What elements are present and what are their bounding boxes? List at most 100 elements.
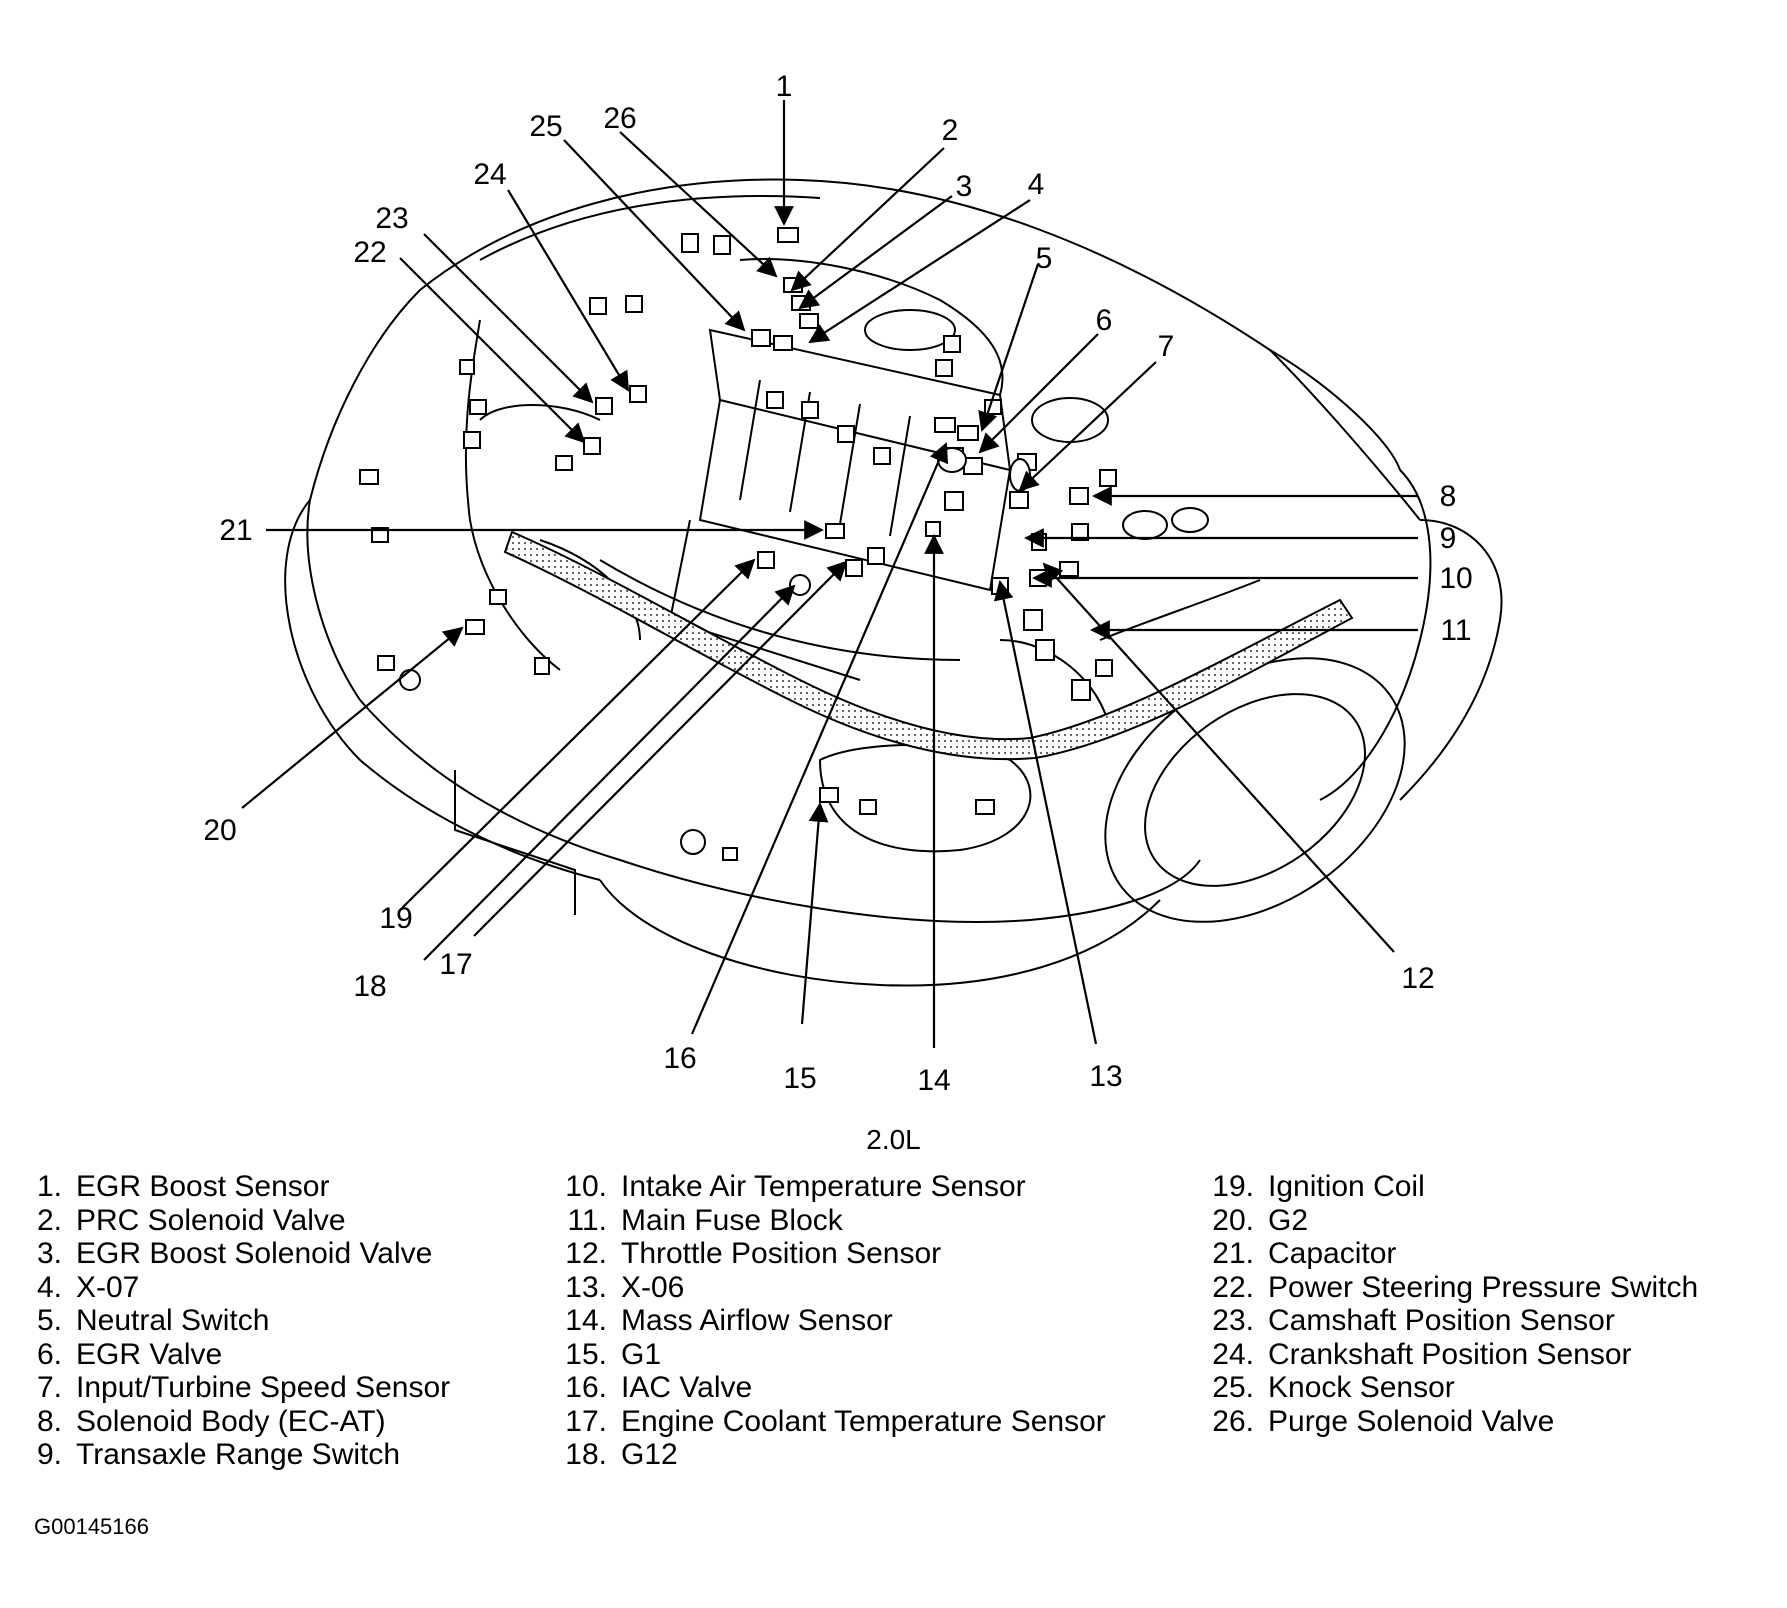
legend-item: 25. Knock Sensor bbox=[1210, 1371, 1698, 1405]
callout-25: 25 bbox=[529, 110, 562, 143]
legend-number: 15. bbox=[565, 1337, 607, 1371]
legend-number: 9. bbox=[36, 1438, 62, 1471]
legend-item: 26.Purge Solenoid Valve bbox=[1210, 1405, 1698, 1439]
legend-number: 12. bbox=[565, 1237, 607, 1270]
legend-label: EGR Boost Solenoid Valve bbox=[76, 1237, 433, 1270]
legend-item: 17. Engine Coolant Temperature Sensor bbox=[563, 1404, 1106, 1439]
legend-item: 1. EGR Boost Sensor bbox=[34, 1170, 450, 1204]
legend-column-3: 19.Ignition Coil 20. G2 21.Capacitor 22. P… bbox=[1210, 1170, 1698, 1438]
legend-number: 6. bbox=[36, 1337, 62, 1371]
legend-item: 4.X-07 bbox=[34, 1271, 450, 1305]
callout-23: 23 bbox=[375, 202, 408, 235]
legend-label: EGR Boost Sensor bbox=[76, 1170, 330, 1203]
callout-8: 8 bbox=[1440, 480, 1457, 513]
legend-label: X-06 bbox=[621, 1270, 685, 1304]
legend-item: 12. Throttle Position Sensor bbox=[563, 1237, 1106, 1271]
callout-12: 12 bbox=[1401, 962, 1434, 995]
legend-number: 7. bbox=[36, 1371, 62, 1404]
legend-label: PRC Solenoid Valve bbox=[76, 1203, 346, 1237]
callout-17: 17 bbox=[439, 948, 472, 981]
legend-label: Purge Solenoid Valve bbox=[1268, 1404, 1555, 1438]
legend-label: Intake Air Temperature Sensor bbox=[621, 1170, 1026, 1203]
legend-number: 16. bbox=[565, 1371, 607, 1404]
callout-4: 4 bbox=[1028, 168, 1045, 201]
legend-label: Input/Turbine Speed Sensor bbox=[76, 1371, 451, 1404]
engine-bay-diagram: 1 2 3 4 5 6 7 8 9 10 11 12 13 14 15 16 1… bbox=[203, 70, 1503, 1097]
callout-13: 13 bbox=[1089, 1060, 1122, 1093]
legend-item: 22. Power Steering Pressure Switch bbox=[1210, 1271, 1698, 1305]
callout-20: 20 bbox=[203, 814, 236, 847]
callout-9: 9 bbox=[1440, 522, 1457, 555]
callout-numbers: 1 2 3 4 5 6 7 8 9 10 11 12 13 14 15 16 1… bbox=[203, 70, 1472, 1097]
legend-label: Ignition Coil bbox=[1268, 1170, 1425, 1203]
legend-label: Power Steering Pressure Switch bbox=[1268, 1270, 1699, 1304]
legend-number: 13. bbox=[565, 1270, 607, 1304]
legend-number: 10. bbox=[565, 1170, 607, 1203]
legend-item: 23. Camshaft Position Sensor bbox=[1210, 1304, 1698, 1338]
callout-19: 19 bbox=[379, 902, 412, 935]
legend-number: 18. bbox=[565, 1438, 607, 1471]
callout-6: 6 bbox=[1096, 304, 1113, 337]
legend-number: 25. bbox=[1212, 1371, 1254, 1404]
legend-number: 11. bbox=[567, 1203, 607, 1237]
legend-label: Solenoid Body (EC-AT) bbox=[76, 1404, 386, 1438]
legend-label: Neutral Switch bbox=[76, 1304, 270, 1337]
legend-column-1: 1.EGR Boost Sensor 2.PRC Solenoid Valve … bbox=[34, 1170, 450, 1472]
callout-15: 15 bbox=[783, 1062, 816, 1095]
legend-number: 17. bbox=[565, 1404, 607, 1438]
legend-item: 8.Solenoid Body (EC-AT) bbox=[34, 1405, 450, 1439]
callout-5: 5 bbox=[1036, 242, 1053, 275]
legend-number: 24. bbox=[1212, 1337, 1254, 1371]
legend-label: IAC Valve bbox=[621, 1371, 753, 1404]
legend-item: 15. G1 bbox=[563, 1338, 1106, 1372]
legend-label: EGR Valve bbox=[76, 1337, 223, 1371]
callout-26: 26 bbox=[603, 102, 636, 135]
legend-number: 14. bbox=[565, 1304, 607, 1337]
legend-label: Transaxle Range Switch bbox=[76, 1438, 401, 1471]
legend-item: 6. EGR Valve bbox=[34, 1338, 450, 1372]
callout-2: 2 bbox=[942, 114, 959, 147]
legend-label: Camshaft Position Sensor bbox=[1268, 1304, 1615, 1337]
legend-item: 18. G12 bbox=[563, 1438, 1106, 1472]
leader-lines bbox=[241, 100, 1418, 1048]
legend-number: 1. bbox=[36, 1170, 62, 1203]
legend-item: 19.Ignition Coil bbox=[1210, 1170, 1698, 1204]
legend-number: 22. bbox=[1212, 1270, 1254, 1304]
legend-label: Mass Airflow Sensor bbox=[621, 1304, 893, 1337]
figure-id: G00145166 bbox=[34, 1514, 149, 1539]
legend-column-2: 10. Intake Air Temperature Sensor 11. Main… bbox=[563, 1170, 1106, 1472]
vehicle-outline bbox=[284, 178, 1503, 987]
connectors bbox=[359, 227, 1117, 861]
legend-item: 21.Capacitor bbox=[1210, 1237, 1698, 1271]
legend-item: 11. Main Fuse Block bbox=[563, 1204, 1106, 1238]
legend-label: Engine Coolant Temperature Sensor bbox=[621, 1404, 1106, 1438]
legend-item: 9. Transaxle Range Switch bbox=[34, 1438, 450, 1472]
legend-label: Throttle Position Sensor bbox=[621, 1237, 942, 1270]
legend-number: 5. bbox=[36, 1304, 62, 1337]
legend-item: 16. IAC Valve bbox=[563, 1371, 1106, 1405]
callout-18: 18 bbox=[353, 970, 386, 1003]
legend-label: G12 bbox=[621, 1438, 678, 1471]
legend-label: G2 bbox=[1268, 1203, 1309, 1237]
legend-label: G1 bbox=[621, 1337, 662, 1371]
legend-label: Crankshaft Position Sensor bbox=[1268, 1337, 1632, 1371]
callout-7: 7 bbox=[1158, 330, 1175, 363]
legend-number: 23. bbox=[1212, 1304, 1254, 1337]
legend-item: 3. EGR Boost Solenoid Valve bbox=[34, 1237, 450, 1271]
legend-item: 2. PRC Solenoid Valve bbox=[34, 1204, 450, 1238]
legend-number: 20. bbox=[1212, 1203, 1254, 1237]
callout-10: 10 bbox=[1439, 562, 1472, 595]
legend-label: Knock Sensor bbox=[1268, 1371, 1455, 1404]
callout-1: 1 bbox=[776, 70, 793, 103]
legend-item: 24. Crankshaft Position Sensor bbox=[1210, 1338, 1698, 1372]
legend-item: 5. Neutral Switch bbox=[34, 1304, 450, 1338]
legend-label: Main Fuse Block bbox=[621, 1203, 843, 1237]
legend-number: 2. bbox=[36, 1203, 62, 1237]
legend-item: 7. Input/Turbine Speed Sensor bbox=[34, 1371, 450, 1405]
legend-number: 3. bbox=[36, 1237, 62, 1270]
callout-14: 14 bbox=[917, 1064, 950, 1097]
legend-item: 14. Mass Airflow Sensor bbox=[563, 1304, 1106, 1338]
legend-item: 13. X-06 bbox=[563, 1271, 1106, 1305]
callout-24: 24 bbox=[473, 158, 506, 191]
legend-number: 4. bbox=[36, 1270, 62, 1304]
